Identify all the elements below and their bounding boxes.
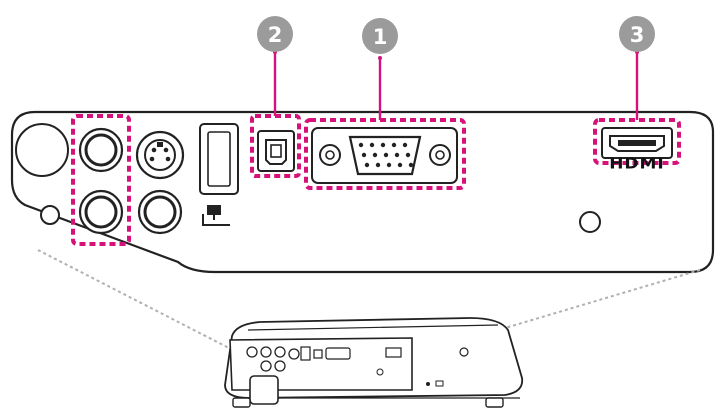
callout-1-number: 1 — [373, 25, 388, 49]
usb-a-port — [199, 123, 239, 195]
vga-pin — [402, 142, 408, 148]
projector-thumbnail — [224, 317, 524, 408]
panel-screw-left — [40, 205, 60, 225]
vga-pin — [408, 162, 414, 168]
vga-pin — [372, 152, 378, 158]
callout-badge-2: 2 — [257, 16, 293, 52]
callout-3-number: 3 — [630, 23, 645, 47]
computer-port-highlight — [304, 118, 466, 190]
vga-pin — [386, 162, 392, 168]
audio-rca-jack-top — [78, 127, 124, 173]
callout-badge-3: 3 — [619, 16, 655, 52]
computer-monitor-icon — [202, 205, 230, 226]
service-port-usb-b — [257, 130, 295, 172]
vga-pin — [361, 152, 367, 158]
callout-leaders — [273, 50, 639, 120]
audio-ports-highlight — [71, 114, 131, 246]
vga-pin — [383, 152, 389, 158]
panel-outline — [10, 110, 715, 274]
hdmi-label: HDMI — [609, 154, 665, 172]
hdmi-port-highlight — [593, 118, 681, 165]
projector-foot-left — [232, 397, 251, 408]
vga-pin — [358, 142, 364, 148]
video-rca-jack — [137, 189, 183, 235]
projector-handle — [249, 375, 279, 405]
s-video-port — [135, 130, 185, 180]
vga-pins — [358, 142, 414, 168]
projector-foot-right — [485, 397, 504, 408]
vga-pin — [369, 142, 375, 148]
callout-badge-1: 1 — [362, 18, 398, 54]
callout-2-number: 2 — [268, 23, 283, 47]
panel-hole-large — [15, 123, 69, 177]
vga-pin — [375, 162, 381, 168]
vga-pin — [397, 162, 403, 168]
panel-screw-right — [579, 211, 601, 233]
zoom-guide-right — [447, 269, 701, 346]
computer-port-vga — [311, 127, 458, 184]
projector-top-ridge — [247, 324, 499, 331]
audio-rca-jack-bottom — [78, 189, 124, 235]
vga-pin — [364, 162, 370, 168]
vga-pin — [380, 142, 386, 148]
vga-pin — [405, 152, 411, 158]
vga-pin — [394, 152, 400, 158]
hdmi-port — [601, 127, 673, 159]
vga-pin — [391, 142, 397, 148]
rear-panel-closeup: HDMI — [10, 110, 715, 274]
